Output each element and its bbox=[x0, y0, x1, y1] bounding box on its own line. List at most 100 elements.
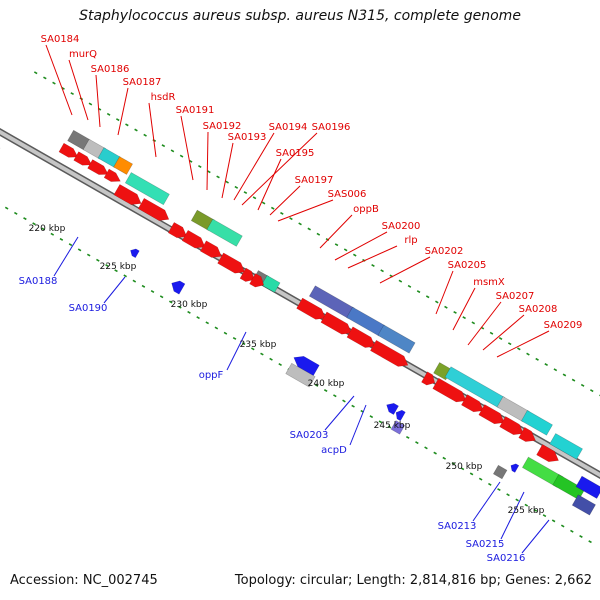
tick-mark bbox=[544, 363, 548, 367]
scale-label: 220 kbp bbox=[29, 224, 66, 234]
tick-mark bbox=[270, 206, 275, 210]
tick-mark bbox=[506, 493, 510, 497]
tick-mark bbox=[334, 243, 339, 247]
tick-mark bbox=[59, 237, 64, 241]
tick-mark bbox=[453, 310, 457, 314]
genome-stats: Topology: circular; Length: 2,814,816 bp… bbox=[234, 573, 592, 588]
tick-mark bbox=[50, 232, 55, 236]
tick-mark bbox=[560, 524, 565, 528]
leader-line bbox=[148, 102, 157, 158]
tick-mark bbox=[252, 196, 257, 200]
scale-label: 245 kbp bbox=[374, 421, 411, 431]
leader-line bbox=[233, 132, 275, 201]
tick-mark bbox=[70, 92, 74, 96]
tick-mark bbox=[114, 269, 118, 273]
leader-line bbox=[496, 330, 550, 358]
leader-line bbox=[482, 314, 525, 351]
leader-line bbox=[347, 245, 398, 269]
tick-mark bbox=[369, 415, 374, 419]
tick-mark bbox=[435, 300, 439, 304]
tick-mark bbox=[125, 123, 129, 127]
gene-box bbox=[549, 433, 583, 460]
tick-mark bbox=[214, 326, 219, 330]
tick-mark bbox=[32, 222, 36, 226]
tick-mark bbox=[517, 347, 521, 351]
tick-mark bbox=[526, 352, 530, 356]
tick-mark bbox=[416, 290, 421, 294]
tick-mark bbox=[132, 279, 137, 283]
gene-box bbox=[285, 362, 316, 388]
tick-mark bbox=[150, 290, 155, 294]
gene-box bbox=[346, 306, 386, 337]
tick-mark bbox=[498, 336, 503, 340]
tick-mark bbox=[351, 404, 355, 408]
tick-mark bbox=[41, 227, 45, 231]
forward-arrow bbox=[113, 184, 142, 205]
forward-arrow bbox=[167, 221, 188, 238]
tick-mark bbox=[333, 394, 337, 398]
tick-mark bbox=[243, 191, 248, 195]
scale-label: 255 kbp bbox=[508, 506, 545, 516]
feature-boxes bbox=[0, 129, 600, 516]
gene-label: SA0194 bbox=[269, 122, 308, 133]
tick-mark bbox=[469, 472, 474, 476]
tick-mark bbox=[314, 383, 319, 387]
tick-mark bbox=[251, 347, 255, 351]
tick-mark bbox=[178, 305, 182, 309]
tick-mark bbox=[196, 316, 200, 320]
gene-label: SA0197 bbox=[295, 175, 334, 186]
gene-label: hsdR bbox=[151, 92, 176, 103]
forward-arrow bbox=[137, 197, 170, 221]
leader-line bbox=[68, 59, 89, 121]
forward-arrow bbox=[103, 168, 121, 182]
tick-mark bbox=[462, 316, 466, 320]
reverse-arrow bbox=[510, 463, 520, 473]
gene-label: SA0207 bbox=[496, 291, 535, 302]
tick-mark bbox=[289, 217, 293, 221]
tick-mark bbox=[497, 488, 501, 492]
leader-line bbox=[241, 132, 318, 206]
gene-label: SA0186 bbox=[91, 64, 130, 75]
tick-mark bbox=[378, 420, 383, 424]
tick-mark bbox=[343, 248, 348, 252]
leader-line bbox=[45, 44, 73, 116]
reverse-arrow bbox=[386, 402, 399, 415]
gene-label: SA0213 bbox=[438, 521, 477, 532]
tick-mark bbox=[232, 336, 237, 340]
forward-arrow bbox=[518, 426, 536, 442]
gene-box bbox=[520, 410, 553, 436]
tick-mark bbox=[489, 331, 494, 335]
tick-mark bbox=[589, 389, 594, 393]
tick-mark bbox=[507, 342, 512, 346]
gene-label: SA0200 bbox=[382, 221, 421, 232]
scale-label: 240 kbp bbox=[308, 379, 345, 389]
tick-mark bbox=[168, 300, 173, 304]
tick-mark bbox=[580, 383, 585, 387]
tick-mark bbox=[198, 165, 202, 169]
gene-box bbox=[124, 172, 170, 206]
tick-mark bbox=[323, 389, 328, 393]
tick-mark bbox=[398, 279, 403, 283]
tick-mark bbox=[488, 482, 492, 486]
tick-mark bbox=[170, 149, 175, 153]
forward-arrow bbox=[536, 444, 559, 463]
tick-mark bbox=[352, 253, 357, 257]
tick-mark bbox=[425, 295, 430, 299]
tick-mark bbox=[23, 217, 27, 221]
leader-line bbox=[277, 199, 334, 222]
leader-lines bbox=[45, 44, 550, 554]
tick-mark bbox=[571, 378, 576, 382]
gene-label: acpD bbox=[321, 445, 347, 456]
tick-mark bbox=[570, 529, 574, 533]
leader-line bbox=[452, 287, 476, 331]
tick-mark bbox=[43, 76, 47, 80]
gene-box bbox=[492, 464, 508, 480]
gene-box bbox=[521, 456, 564, 488]
tick-mark bbox=[387, 425, 392, 429]
tick-mark bbox=[342, 399, 346, 403]
gene-label: SA0196 bbox=[312, 122, 351, 133]
leader-line bbox=[334, 231, 388, 261]
leader-line bbox=[319, 214, 353, 249]
tick-mark bbox=[269, 357, 273, 361]
forward-arrow bbox=[181, 229, 206, 249]
